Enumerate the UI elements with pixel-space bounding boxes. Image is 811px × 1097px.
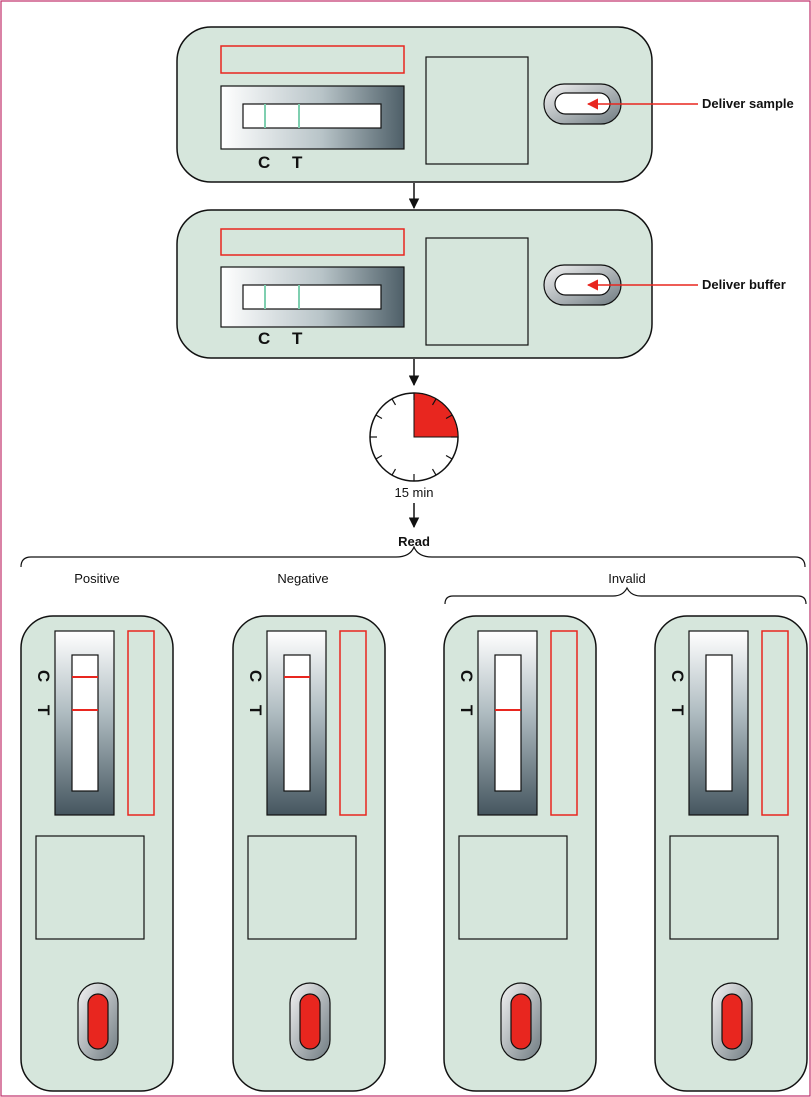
c-marker: C: [457, 670, 476, 682]
test-strip: [242, 284, 382, 310]
t-marker: T: [292, 329, 303, 348]
reading-pad: [35, 835, 145, 940]
c-marker: C: [34, 670, 53, 682]
clock-tick: [445, 414, 453, 420]
clock-tick: [375, 414, 383, 420]
elapsed-wedge: [413, 392, 459, 438]
t-marker: T: [34, 705, 53, 716]
cassette-negative: CT: [232, 615, 386, 1092]
clock-tick: [375, 454, 383, 460]
label-box: [761, 630, 789, 816]
sample-well-fill: [721, 993, 743, 1050]
timer-clock: [369, 392, 459, 482]
test-strip: [283, 654, 311, 792]
label-box: [220, 45, 405, 74]
results-brace: [20, 545, 806, 568]
c-marker: C: [668, 670, 687, 682]
test-strip: [705, 654, 733, 792]
label-box: [339, 630, 367, 816]
clock-tick: [431, 468, 437, 476]
clock-tick: [445, 454, 453, 460]
result-label-negative: Negative: [277, 571, 328, 586]
t-marker: T: [292, 153, 303, 172]
cassette-invalid-1: CT: [443, 615, 597, 1092]
test-strip: [242, 103, 382, 129]
cassette-positive: CT: [20, 615, 174, 1092]
c-marker: C: [258, 329, 270, 348]
c-marker: C: [246, 670, 265, 682]
reading-pad: [425, 237, 529, 346]
result-label-invalid: Invalid: [608, 571, 646, 586]
test-strip: [494, 654, 522, 792]
cassette-invalid-2: CT: [654, 615, 808, 1092]
clock-tick: [391, 398, 397, 406]
clock-tick: [391, 468, 397, 476]
sample-well-fill: [87, 993, 109, 1050]
t-marker: T: [668, 705, 687, 716]
t-marker: T: [246, 705, 265, 716]
label-box: [220, 228, 405, 256]
cassette-step-buffer: C T: [176, 209, 653, 359]
deliver-buffer-label: Deliver buffer: [702, 277, 786, 292]
c-marker: C: [258, 153, 270, 172]
reading-pad: [669, 835, 779, 940]
clock-ticks: [370, 393, 458, 481]
label-box: [550, 630, 578, 816]
sample-well-fill: [510, 993, 532, 1050]
reading-pad: [425, 56, 529, 165]
t-marker: T: [457, 705, 476, 716]
result-label-positive: Positive: [74, 571, 120, 586]
deliver-sample-label: Deliver sample: [702, 96, 794, 111]
read-label: Read: [398, 534, 430, 549]
label-box: [127, 630, 155, 816]
reading-pad: [247, 835, 357, 940]
clock-tick: [431, 398, 437, 406]
invalid-brace: [444, 586, 807, 605]
cassette-step-sample: C T: [176, 26, 653, 183]
sample-well-fill: [299, 993, 321, 1050]
test-strip: [71, 654, 99, 792]
timer-label: 15 min: [394, 485, 433, 500]
reading-pad: [458, 835, 568, 940]
